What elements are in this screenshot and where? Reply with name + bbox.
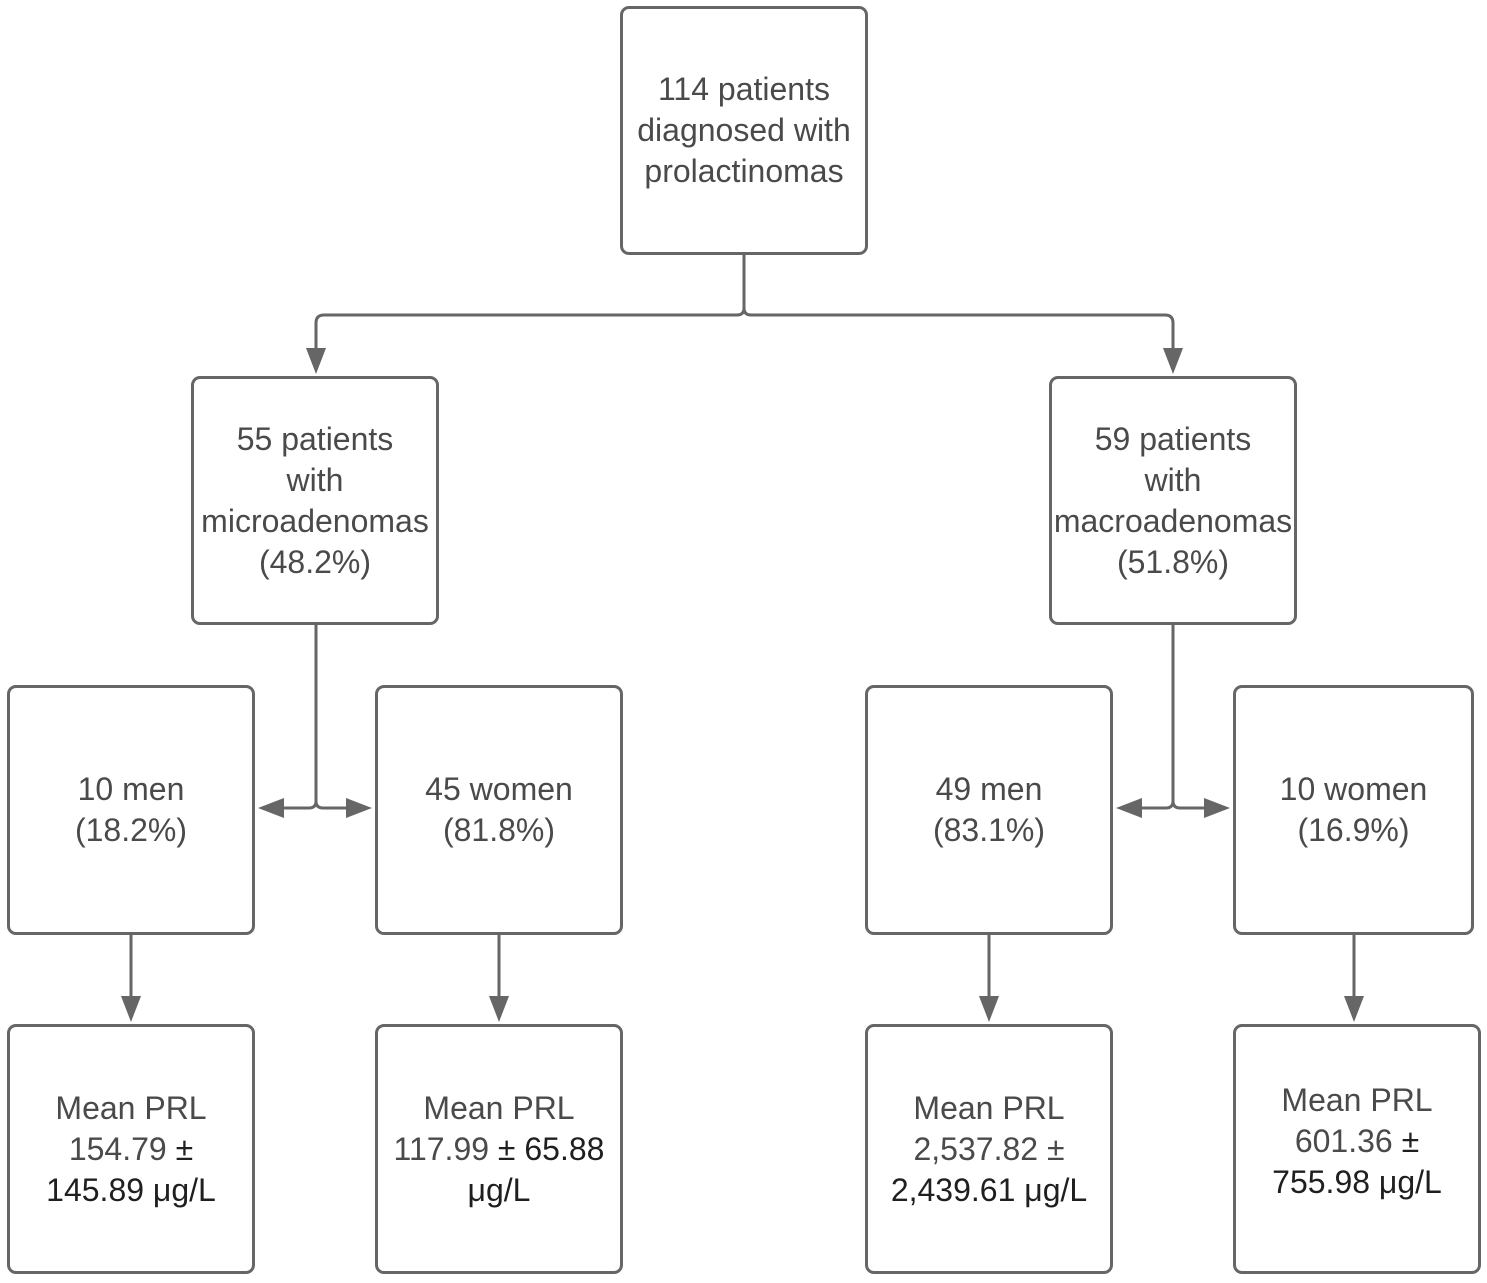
micro-women-node-box: 45 women (81.8%) (375, 685, 623, 935)
macro-men-prl-sd: 2,439.61 μg/L (890, 1171, 1088, 1208)
micro-men-prl-box: Mean PRL 154.79 ± 145.89 μg/L (7, 1024, 255, 1274)
micro-women-prl-box: Mean PRL 117.99 ± 65.88 μg/L (375, 1024, 623, 1274)
micro-men-prl-pm: ± (175, 1130, 194, 1167)
micro-women-prl-sd: ± 65.88 (497, 1130, 605, 1167)
micro-men-percent: (18.2%) (74, 812, 188, 848)
root-line-3: prolactinomas (644, 153, 844, 189)
root-line-1: 114 patients (658, 71, 830, 107)
arrowhead-ma-men (1116, 798, 1142, 818)
macro-line-1: 59 patients (1094, 420, 1252, 457)
arrowhead-mi-men-prl (121, 996, 141, 1022)
macro-line-4: (51.8%) (1116, 543, 1230, 580)
macro-men-prl-box: Mean PRL 2,537.82 ± 2,439.61 μg/L (865, 1024, 1113, 1274)
macro-men-count: 49 men (935, 771, 1043, 807)
micro-women-prl-label: Mean PRL (423, 1089, 575, 1126)
macro-women-prl-line-2: 601.36 ± (1295, 1121, 1419, 1162)
micro-men-prl-mean: 154.79 (68, 1130, 167, 1167)
arrowhead-mi-women-prl (489, 996, 509, 1022)
arrowhead-ma-women-prl (1344, 996, 1364, 1022)
micro-line-3: microadenomas (201, 502, 429, 539)
macro-women-percent: (16.9%) (1297, 812, 1410, 848)
arrowhead-mi-men (258, 798, 284, 818)
micro-men-count: 10 men (77, 771, 185, 807)
macro-line-3: macroadenomas (1053, 502, 1293, 539)
arrowhead-ma-men-prl (979, 996, 999, 1022)
macro-women-prl-pm: ± (1401, 1122, 1420, 1159)
macro-men-prl-mean: 2,537.82 ± (913, 1130, 1065, 1167)
micro-line-2: with (286, 461, 344, 498)
connector-root-to-macro (742, 307, 1175, 350)
arrowhead-micro (306, 348, 326, 374)
arrowhead-ma-women (1204, 798, 1230, 818)
macro-line-2: with (1144, 461, 1202, 498)
macro-men-prl-label: Mean PRL (913, 1089, 1065, 1126)
macro-women-count: 10 women (1279, 771, 1428, 807)
micro-women-prl-mean: 117.99 (393, 1130, 490, 1167)
arrowhead-mi-women (346, 798, 372, 818)
connector-macro-to-women (1171, 800, 1206, 810)
micro-men-prl-sd: 145.89 μg/L (46, 1171, 216, 1208)
macro-men-node-box: 49 men (83.1%) (865, 685, 1113, 935)
connector-micro-to-women (314, 800, 348, 810)
arrowhead-macro (1163, 348, 1183, 374)
micro-men-prl-line-2: 154.79 ± (69, 1129, 193, 1170)
micro-women-prl-line-2: 117.99 ± 65.88 (394, 1129, 605, 1170)
micro-women-percent: (81.8%) (442, 812, 556, 848)
macro-women-prl-sd: 755.98 μg/L (1272, 1163, 1442, 1200)
root-node-box: 114 patients diagnosed with prolactinoma… (620, 6, 868, 255)
connector-micro-stem (282, 625, 318, 810)
macro-men-percent: (83.1%) (932, 812, 1046, 848)
micro-women-prl-unit: μg/L (467, 1171, 531, 1208)
micro-men-node-box: 10 men (18.2%) (7, 685, 255, 935)
macro-women-node-box: 10 women (16.9%) (1233, 685, 1474, 935)
connector-root-stem (314, 255, 746, 350)
macroadenomas-node-box: 59 patients with macroadenomas (51.8%) (1049, 376, 1297, 625)
macro-women-prl-mean: 601.36 (1294, 1122, 1393, 1159)
connector-macro-stem (1140, 625, 1175, 810)
macro-women-prl-label: Mean PRL (1281, 1081, 1433, 1118)
micro-women-count: 45 women (425, 771, 573, 807)
micro-men-prl-label: Mean PRL (55, 1089, 207, 1126)
micro-line-4: (48.2%) (258, 543, 372, 580)
root-line-2: diagnosed with (637, 112, 851, 148)
microadenomas-node-box: 55 patients with microadenomas (48.2%) (191, 376, 439, 625)
micro-line-1: 55 patients (236, 420, 394, 457)
macro-women-prl-box: Mean PRL 601.36 ± 755.98 μg/L (1233, 1024, 1481, 1274)
